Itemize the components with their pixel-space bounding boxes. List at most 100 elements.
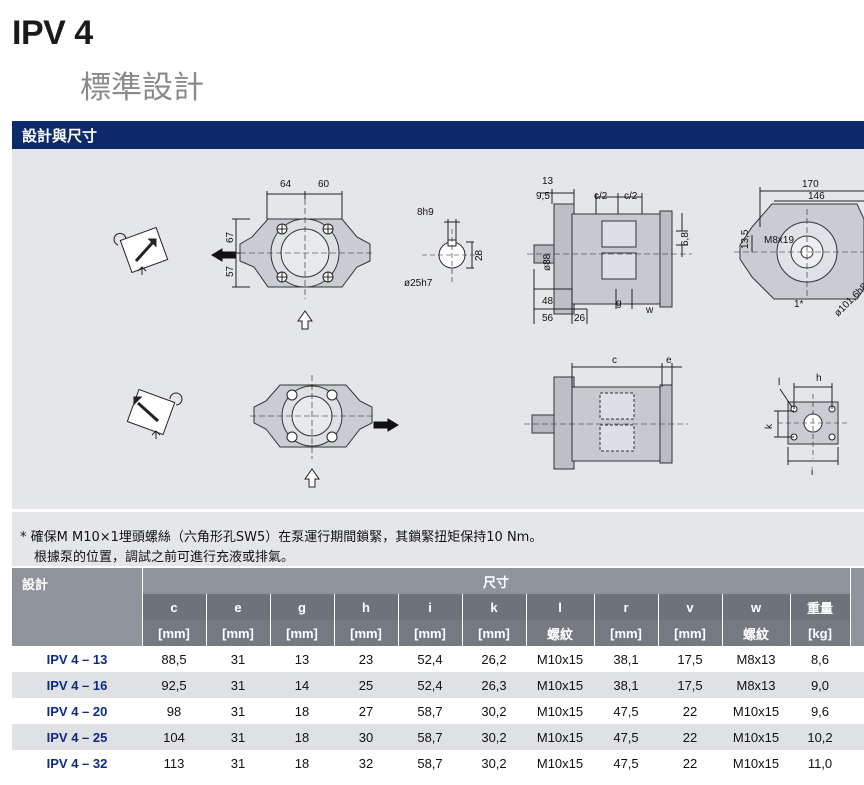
value-cell: 9,6 bbox=[790, 698, 850, 724]
dim-k: k bbox=[764, 423, 775, 429]
value-cell: 88,5 bbox=[142, 646, 206, 672]
dim-c: c bbox=[612, 355, 617, 366]
model-cell: IPV 4 – 25 bbox=[12, 724, 142, 750]
value-cell: M10x15 bbox=[526, 750, 594, 776]
unit-header: [mm] bbox=[461, 620, 526, 646]
dim-h: h bbox=[816, 373, 822, 384]
outline-arrow-up-bottom-icon bbox=[304, 468, 320, 488]
value-cell: 13 bbox=[270, 646, 334, 672]
dim-60: 60 bbox=[318, 179, 330, 190]
col-header: r bbox=[593, 594, 658, 620]
unit-header: 螺紋 bbox=[525, 620, 594, 646]
unit-header: [mm] bbox=[333, 620, 398, 646]
value-cell: 58,7 bbox=[398, 724, 462, 750]
value-cell: 32 bbox=[334, 750, 398, 776]
rotation-ccw-icon bbox=[126, 388, 183, 439]
dim-26: 26 bbox=[574, 313, 586, 324]
col-header: h bbox=[333, 594, 398, 620]
dim-28: 28 bbox=[474, 249, 485, 261]
unit-header: [mm] bbox=[141, 620, 206, 646]
unit-header: [kg] bbox=[789, 620, 850, 646]
note-torque: * 確保M M10×1埋頭螺絲（六角形孔SW5）在泵運行期間鎖緊，其鎖緊扭矩保持… bbox=[20, 530, 543, 545]
model-cell: IPV 4 – 20 bbox=[12, 698, 142, 724]
value-cell: 26,2 bbox=[462, 646, 526, 672]
dim-25h7: ø25h7 bbox=[404, 278, 433, 289]
value-cell: 25 bbox=[334, 672, 398, 698]
value-cell: 52,4 bbox=[398, 646, 462, 672]
col-header: e bbox=[205, 594, 270, 620]
value-cell: 47,5 bbox=[594, 750, 658, 776]
value-cell: 26,3 bbox=[462, 672, 526, 698]
value-cell: M10x15 bbox=[722, 750, 790, 776]
value-cell: 104 bbox=[142, 724, 206, 750]
pump-side-view-top bbox=[527, 189, 692, 324]
value-cell: 11,0 bbox=[790, 750, 850, 776]
pump-front-view-top bbox=[232, 191, 372, 299]
dim-1-star: 1* bbox=[794, 299, 804, 310]
dim-e: e bbox=[666, 355, 672, 366]
value-cell: 38,1 bbox=[594, 672, 658, 698]
port-detail-view bbox=[774, 383, 848, 465]
technical-drawing: 64 60 67 57 8h9 28 ø25h7 bbox=[113, 176, 864, 488]
dimension-table: 設計 尺寸 c e g h i k l r v w 重量 [mm] [mm] [… bbox=[12, 568, 864, 776]
dim-9-5: 9,5 bbox=[536, 191, 550, 202]
dim-13-5: 13,5 bbox=[740, 229, 751, 249]
value-cell: 92,5 bbox=[142, 672, 206, 698]
unit-header: 螺紋 bbox=[721, 620, 790, 646]
dim-13: 13 bbox=[542, 176, 554, 187]
dim-c2-a: c/2 bbox=[594, 191, 608, 202]
value-cell: 22 bbox=[658, 724, 722, 750]
value-cell: 18 bbox=[270, 698, 334, 724]
unit-header: [mm] bbox=[397, 620, 462, 646]
value-cell: 31 bbox=[206, 672, 270, 698]
dim-146: 146 bbox=[808, 191, 825, 202]
value-cell: M10x15 bbox=[526, 724, 594, 750]
col-header: w bbox=[721, 594, 790, 620]
value-cell: 31 bbox=[206, 698, 270, 724]
value-cell: 22 bbox=[658, 750, 722, 776]
value-cell: M10x15 bbox=[722, 724, 790, 750]
dim-8h9: 8h9 bbox=[417, 207, 434, 218]
dim-48: 48 bbox=[542, 296, 554, 307]
note-fill: 根據泵的位置，調試之前可進行充液或排氣。 bbox=[34, 550, 295, 565]
value-cell: 47,5 bbox=[594, 724, 658, 750]
dim-170: 170 bbox=[802, 179, 819, 190]
section-banner: 設計與尺寸 bbox=[12, 121, 864, 149]
col-header: k bbox=[461, 594, 526, 620]
unit-header: [mm] bbox=[269, 620, 334, 646]
value-cell: 38,1 bbox=[594, 646, 658, 672]
value-cell: M10x15 bbox=[526, 698, 594, 724]
value-cell: M10x15 bbox=[526, 646, 594, 672]
unit-header: [mm] bbox=[593, 620, 658, 646]
dim-56: 56 bbox=[542, 313, 554, 324]
value-cell: 113 bbox=[142, 750, 206, 776]
dim-64: 64 bbox=[280, 179, 292, 190]
technical-drawing-panel: 64 60 67 57 8h9 28 ø25h7 bbox=[12, 149, 864, 509]
value-cell: 17,5 bbox=[658, 672, 722, 698]
col-header: 重量 bbox=[789, 594, 850, 620]
model-cell: IPV 4 – 32 bbox=[12, 750, 142, 776]
dim-g: g bbox=[616, 298, 622, 309]
dim-57: 57 bbox=[225, 265, 236, 277]
col-header: g bbox=[269, 594, 334, 620]
dim-i: i bbox=[811, 467, 813, 478]
page-title: IPV 4 bbox=[12, 14, 93, 52]
pump-flange-view bbox=[734, 187, 864, 300]
value-cell: 30,2 bbox=[462, 724, 526, 750]
value-cell: M10x15 bbox=[722, 698, 790, 724]
value-cell: 47,5 bbox=[594, 698, 658, 724]
dim-w: w bbox=[645, 305, 654, 316]
value-cell: M8x13 bbox=[722, 646, 790, 672]
model-cell: IPV 4 – 16 bbox=[12, 672, 142, 698]
pump-side-view-bottom bbox=[524, 363, 688, 470]
value-cell: 27 bbox=[334, 698, 398, 724]
flow-arrow-right-icon bbox=[373, 418, 399, 432]
value-cell: M10x15 bbox=[526, 672, 594, 698]
unit-header: [mm] bbox=[205, 620, 270, 646]
